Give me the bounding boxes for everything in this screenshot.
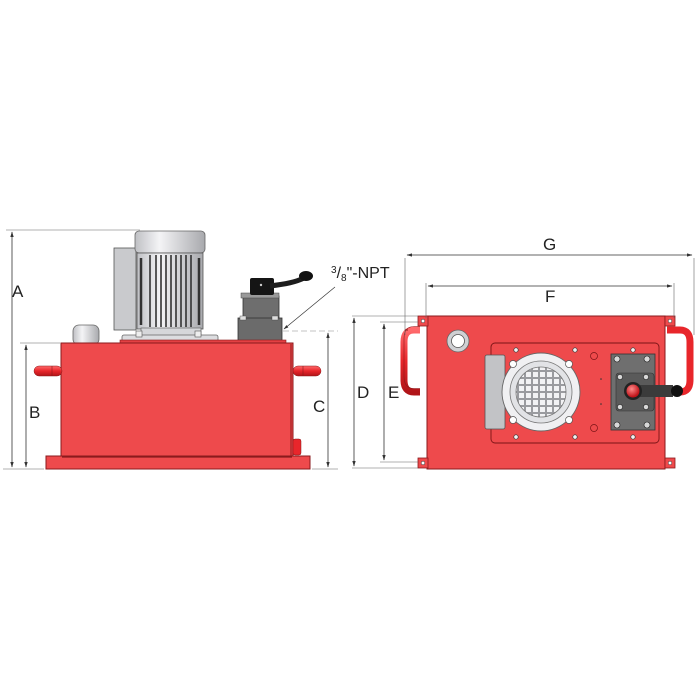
plate-bolts [513,347,636,440]
side-handle-right [292,365,322,377]
dimension-f: F [425,283,675,318]
valve-lever-top [633,385,673,397]
valve-lever-knob [299,271,313,281]
motor-fins [139,255,201,327]
dimension-label-e: E [388,383,399,402]
dimension-label-f: F [545,287,555,306]
valve-manifold [237,317,283,343]
port-size-label: 3/8"-NPT [331,265,390,284]
port-callout: 3/8"-NPT [283,265,390,330]
motor-fan-grille [515,366,567,418]
valve-knob [626,384,640,398]
dimension-label-c: C [313,397,325,416]
filler-cap [72,324,100,346]
top-handle-right [667,326,694,396]
dimension-c: C [283,330,338,470]
drain-plug [292,438,302,456]
valve-lever [269,275,306,289]
motor-fan-cover [113,247,137,331]
side-view: A B C 3/8"-NPT [3,229,390,470]
dimension-a: A [3,229,140,470]
dimension-b: B [20,342,60,468]
dimension-label-d: D [357,383,369,402]
dimension-d: D [352,315,418,469]
side-handle-left [33,365,63,377]
motor-cap [134,230,206,254]
reservoir-tank [60,342,294,458]
top-handle-left [400,326,420,396]
base-plate [45,455,311,470]
top-view: G F D E [352,235,695,470]
dimension-label-a: A [12,282,24,301]
dimension-label-g: G [543,235,556,254]
dimension-label-b: B [29,403,40,422]
dimension-e: E [380,321,418,463]
motor-body [136,252,204,330]
valve-lever-hub [250,278,274,295]
